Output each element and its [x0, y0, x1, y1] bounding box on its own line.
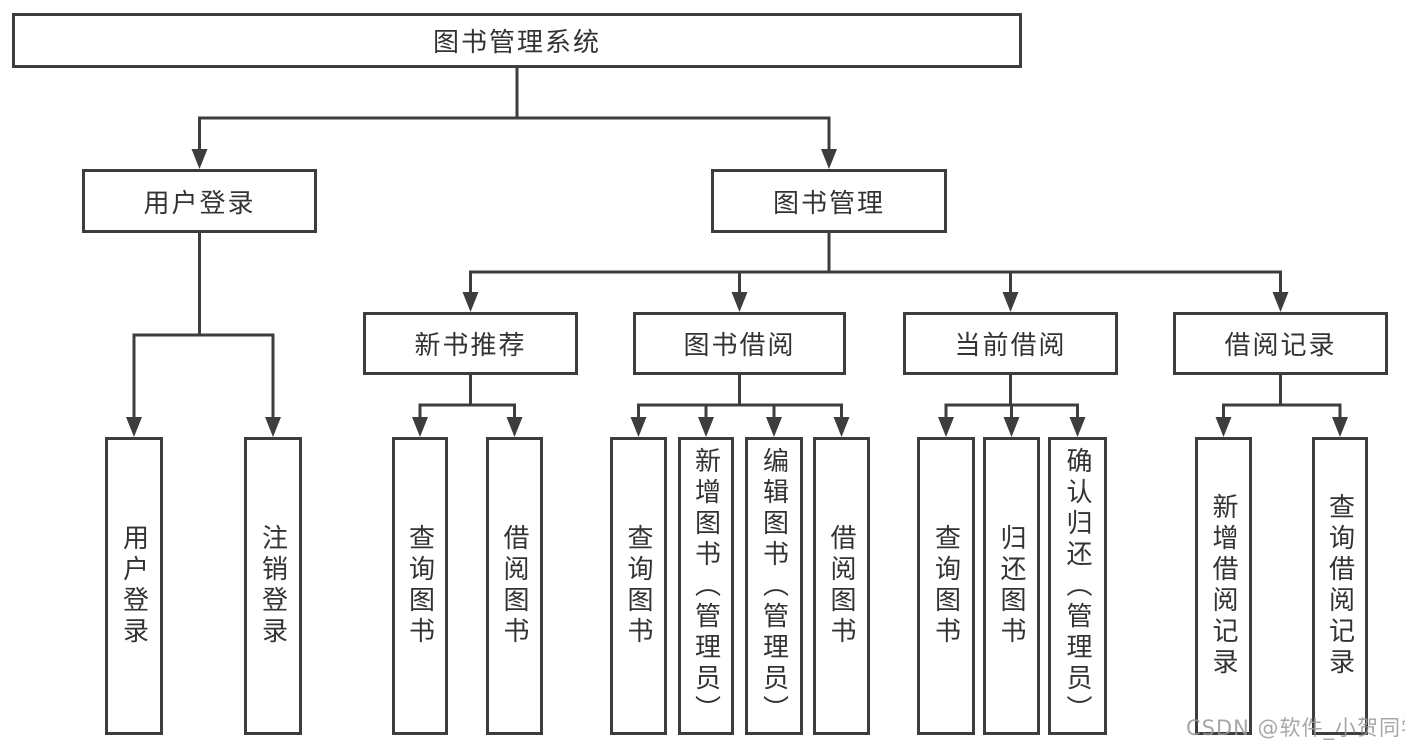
node-borrow-records-label: 借阅记录 [1224, 331, 1337, 361]
leaf-borrow-query-books-label: 查询图书 [623, 524, 653, 648]
leaf-records-add-record: 新增借阅记录 [1195, 437, 1252, 735]
leaf-logout: 注销登录 [244, 437, 302, 735]
connector-new-book-recommend [412, 373, 523, 437]
leaf-newbooks-borrow-books: 借阅图书 [486, 437, 543, 735]
leaf-current-confirm-return-admin-label: 确认归还（管理员） [1062, 446, 1092, 726]
connector-user-login [126, 231, 281, 437]
leaf-records-add-record-label: 新增借阅记录 [1208, 493, 1238, 679]
leaf-current-return-books-label: 归还图书 [996, 524, 1026, 648]
leaf-current-return-books: 归还图书 [983, 437, 1040, 735]
node-book-borrow-label: 图书借阅 [683, 331, 796, 361]
node-current-borrow: 当前借阅 [903, 312, 1118, 375]
leaf-logout-label: 注销登录 [257, 524, 288, 648]
leaf-current-query-books-label: 查询图书 [930, 524, 961, 648]
node-root-label: 图书管理系统 [432, 28, 601, 58]
connector-current-borrow [938, 373, 1086, 437]
node-borrow-records: 借阅记录 [1173, 312, 1388, 375]
node-book-management: 图书管理 [711, 169, 947, 233]
leaf-borrow-borrow-books: 借阅图书 [813, 437, 870, 735]
connector-book-borrow [630, 373, 850, 437]
leaf-records-query-record-label: 查询借阅记录 [1324, 493, 1355, 679]
leaf-borrow-add-books-admin-label: 新增图书（管理员） [690, 446, 721, 726]
leaf-records-query-record: 查询借阅记录 [1312, 437, 1368, 735]
node-current-borrow-label: 当前借阅 [954, 331, 1067, 361]
leaf-borrow-edit-books-admin-label: 编辑图书（管理员） [758, 446, 789, 726]
node-user-login-label: 用户登录 [143, 188, 256, 219]
leaf-current-query-books: 查询图书 [917, 437, 975, 735]
node-new-book-recommend: 新书推荐 [363, 312, 578, 375]
watermark: CSDN @软件_小贺同学 [1186, 716, 1405, 740]
leaf-newbooks-query-books-label: 查询图书 [404, 524, 435, 648]
connector-borrow-records [1215, 373, 1348, 437]
node-book-borrow: 图书借阅 [633, 312, 846, 375]
leaf-newbooks-query-books: 查询图书 [392, 437, 448, 735]
node-user-login: 用户登录 [82, 169, 317, 233]
leaf-current-confirm-return-admin: 确认归还（管理员） [1048, 437, 1107, 735]
leaf-borrow-edit-books-admin: 编辑图书（管理员） [745, 437, 803, 735]
leaf-newbooks-borrow-books-label: 借阅图书 [499, 524, 529, 648]
node-new-book-recommend-label: 新书推荐 [414, 331, 527, 361]
connector-book-management [462, 231, 1289, 312]
leaf-borrow-borrow-books-label: 借阅图书 [826, 524, 856, 648]
node-root: 图书管理系统 [12, 13, 1022, 68]
connector-root [191, 66, 837, 169]
node-book-management-label: 图书管理 [772, 188, 885, 219]
leaf-borrow-add-books-admin: 新增图书（管理员） [678, 437, 734, 735]
leaf-user-login-label: 用户登录 [118, 524, 149, 648]
leaf-user-login: 用户登录 [105, 437, 163, 735]
leaf-borrow-query-books: 查询图书 [610, 437, 667, 735]
